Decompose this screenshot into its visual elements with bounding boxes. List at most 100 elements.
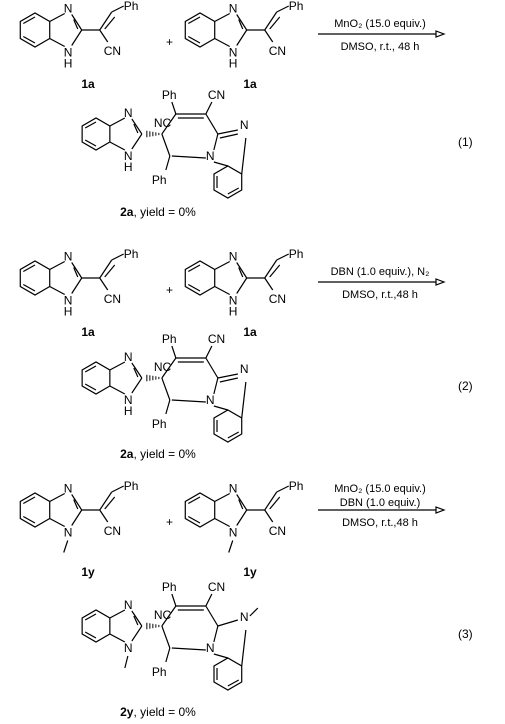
bond [71,14,83,31]
aromatic-double-bond [187,35,201,44]
bond [236,277,248,294]
product-label: 2a [120,205,134,219]
bond [241,629,247,667]
bond [111,5,124,13]
condition-text: MnO₂ (15.0 equiv.) [334,18,426,30]
benzene-ring [213,165,243,199]
reactant-label: 1a [81,325,95,339]
bond [109,385,126,395]
nitrogen-label: N [206,641,215,655]
bond [213,405,229,411]
phenyl-label: Ph [124,247,139,261]
nitrile-label: CN [269,44,286,58]
bond [165,155,171,171]
bond [131,118,143,135]
double-bond [73,19,79,30]
bond [71,277,83,294]
benzene-ring [81,609,111,643]
double-bond [269,264,281,278]
nitrile-label: CN [208,580,225,594]
bond [236,14,248,31]
bond [71,262,83,279]
benzene-ring [19,492,51,528]
aromatic-double-bond [187,264,201,273]
hashed-wedge-bond [146,130,160,138]
bond [205,605,219,627]
aromatic-double-bond [187,496,201,505]
nitrile-label: CN [104,44,121,58]
aromatic-double-bond [22,283,36,292]
bond [205,101,213,115]
bond [205,593,213,607]
aromatic-double-bond [187,16,201,25]
bond [241,137,247,175]
bond [49,37,66,48]
nitrogen-label: N [124,106,133,120]
bond [171,647,206,651]
aromatic-double-bond [84,383,97,391]
bond [264,11,278,31]
nitrogen-label: N [124,149,133,163]
condition-text: DMSO, r.t., 48 h [341,41,420,53]
bond [264,509,274,523]
phenyl-label: Ph [124,0,139,13]
condition-text: DBN (1.0 equiv.) [340,497,421,509]
nitrogen-label: N [64,526,73,540]
methyl-bond [249,607,259,617]
benzene-ring [184,12,216,48]
double-bond [133,367,139,378]
phenyl-label: Ph [162,88,177,102]
double-bond [104,264,116,278]
arrowhead [435,278,446,286]
nitrogen-label: N [64,2,73,16]
bond [213,161,229,167]
phenyl-label: Ph [289,479,304,493]
condition-text: DBN (1.0 equiv.), N₂ [331,266,430,278]
bond [213,377,219,395]
nitrile-label: CN [269,292,286,306]
benzene-ring [184,260,216,296]
bond [165,647,171,663]
reactant-label: 1a [243,77,257,91]
nitrogen-label: N [64,294,73,308]
bond [131,133,143,150]
bond [205,345,213,359]
bond [161,625,171,649]
bond [49,12,66,23]
nitrile-label: CN [208,88,225,102]
nitrogen-label: N [229,294,238,308]
bond [71,29,83,46]
aromatic-double-bond [84,631,97,639]
bond [165,399,171,415]
bond [171,101,177,115]
bond [205,113,219,135]
bond [213,133,219,151]
bond [99,259,113,279]
bond [276,5,289,13]
aromatic-double-bond [187,283,201,292]
bond [264,259,278,279]
benzene-ring [213,657,243,691]
bond [171,399,206,403]
product-caption: 2y, yield = 0% [120,705,196,719]
bond [214,260,231,271]
bond [161,377,171,401]
yield-text: , yield = 0% [133,705,196,719]
methyl-bond [228,540,234,553]
nitrogen-label: N [64,46,73,60]
double-bond [238,19,244,30]
nitrogen-label: N [124,641,133,655]
reaction-number: (1) [458,135,473,149]
double-bond [73,499,79,510]
phenyl-label: Ph [162,332,177,346]
benzene-ring [81,117,111,151]
bond [171,155,206,159]
phenyl-label: Ph [152,417,167,431]
bond [111,253,124,261]
nitrogen-label: N [206,149,215,163]
bond [99,11,113,31]
